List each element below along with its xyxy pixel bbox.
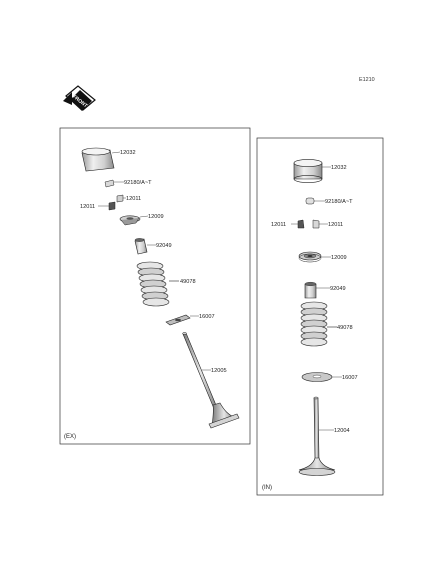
in-retainer-part xyxy=(298,251,331,263)
in-keeper-right-part xyxy=(312,219,328,229)
exhaust-panel: 12032 92180/A~T 12011 12011 12009 xyxy=(59,127,251,445)
ex-keeper-right-part xyxy=(116,194,126,203)
ex-keeper-left-label: 12011 xyxy=(80,204,95,210)
ex-keeper-right-label: 12011 xyxy=(126,196,141,202)
in-retainer-label: 12009 xyxy=(331,255,347,261)
ex-valve-part xyxy=(182,332,240,429)
in-tappet-part xyxy=(293,159,331,183)
ex-seal-part xyxy=(134,238,156,255)
in-keeper-left-label: 12011 xyxy=(271,222,286,228)
intake-panel-frame xyxy=(256,137,384,496)
in-shim-part xyxy=(305,197,325,205)
ex-seat-label: 16007 xyxy=(199,314,215,320)
in-valve-label: 12004 xyxy=(334,428,350,434)
front-arrow-icon: FRONT xyxy=(63,85,96,111)
ex-seat-part xyxy=(165,314,199,326)
in-spring-label: 49078 xyxy=(337,325,353,331)
ex-valve-label: 12005 xyxy=(211,368,227,374)
intake-panel-label: (IN) xyxy=(262,485,272,491)
in-spring-part xyxy=(300,301,337,347)
diagram-code: E1210 xyxy=(359,77,375,83)
exhaust-panel-label: (EX) xyxy=(64,434,76,440)
ex-tappet-part xyxy=(81,147,121,172)
in-seal-label: 92049 xyxy=(330,286,346,292)
in-keeper-left-part xyxy=(291,219,305,229)
in-keeper-right-label: 12011 xyxy=(328,222,343,228)
ex-seal-label: 92049 xyxy=(156,243,172,249)
in-tappet-label: 12032 xyxy=(331,165,347,171)
ex-shim-part xyxy=(104,179,124,188)
in-seat-label: 16007 xyxy=(342,375,358,381)
exhaust-panel-frame xyxy=(59,127,251,445)
ex-keeper-left-part xyxy=(98,201,116,211)
ex-spring-label: 49078 xyxy=(180,279,196,285)
ex-shim-label: 92180/A~T xyxy=(124,180,152,186)
ex-retainer-part xyxy=(119,215,149,226)
in-seal-part xyxy=(304,282,330,299)
in-valve-part xyxy=(298,396,336,476)
ex-tappet-label: 12032 xyxy=(120,150,136,156)
intake-panel: 12032 92180/A~T 12011 12011 12009 xyxy=(256,137,384,496)
ex-spring-part xyxy=(136,261,179,307)
in-shim-label: 92180/A~T xyxy=(325,199,353,205)
in-seat-part xyxy=(301,372,342,382)
ex-retainer-label: 12009 xyxy=(148,214,164,220)
